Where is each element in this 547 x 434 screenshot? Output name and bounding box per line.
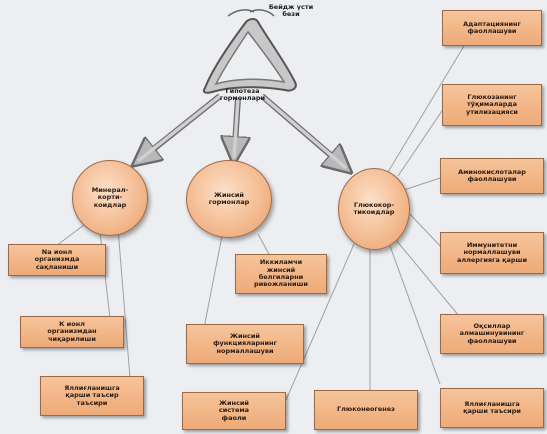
right-box-5: Оқсиллар алмашинувининг фаоллашуви: [440, 314, 544, 354]
right-box-1: Адаптациянинг фаоллашуви: [442, 10, 542, 46]
bottom-box-3: Яллиғланишга қарши таъсири: [440, 388, 544, 428]
right-box-2: Глюкозанинг тўқималарда утилизацияси: [442, 84, 542, 126]
adrenal-gland-icon: [202, 9, 297, 94]
left-box-2: К ионл организмдан чиқарилиши: [20, 316, 124, 348]
right-box-4: Иммунитетни нормаллашуви аллергияга қарш…: [440, 232, 544, 274]
bottom-box-2: Глюконеогенез: [314, 390, 418, 430]
hormones-caption: Гипотеза гормонлари: [219, 87, 266, 103]
bottom-box-1: Жинсий система фаоли: [182, 392, 286, 430]
mid-box-1: Иккиламчи жинсий белгиларни ривожланиши: [235, 254, 327, 294]
glucocorticoids-node: Глюкокор- тикоидлар: [338, 168, 410, 250]
left-box-3: Яллиғланишга қарши таъсир таъсири: [40, 376, 144, 416]
sex-hormones-node: Жинсий гормонлар: [186, 160, 272, 238]
left-box-1: Na ионл организмда сақланиши: [8, 244, 106, 276]
mid-box-2: Жинсий функцияларнинг нормаллашуви: [186, 324, 304, 364]
adrenal-gland-caption: Бейдж үсти бези: [268, 3, 314, 19]
mineralocorticoids-node: Минерал- корти- коидлар: [72, 160, 148, 236]
right-box-3: Аминокислоталар фаоллашуви: [440, 158, 544, 194]
